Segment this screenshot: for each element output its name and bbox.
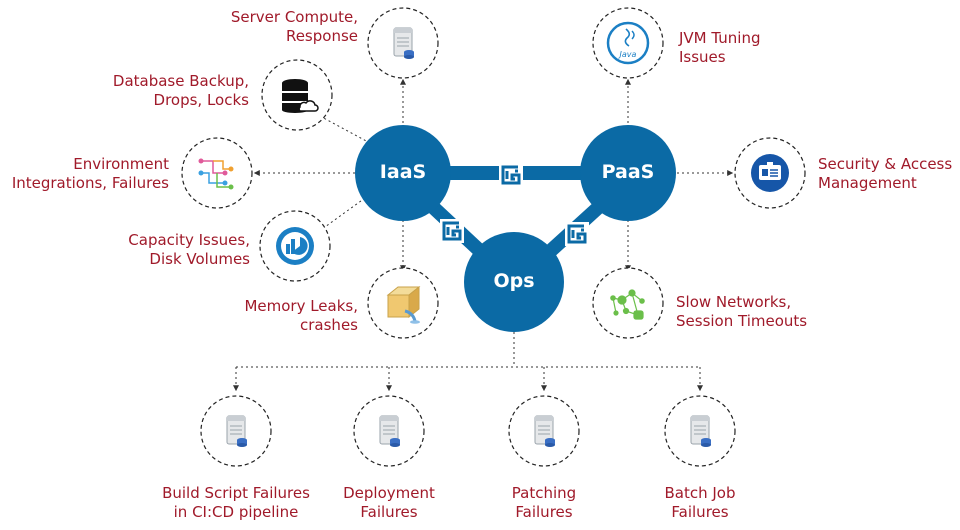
server-compute-label: Server Compute,Response: [230, 8, 358, 45]
server-icon: [226, 415, 248, 448]
ops-hub-label: Ops: [493, 270, 535, 292]
network-nodes-icon: [610, 289, 645, 320]
database-backup-label: Database Backup,Drops, Locks: [112, 72, 249, 109]
server-icon: [534, 415, 556, 448]
network-label: Slow Networks,Session Timeouts: [676, 293, 808, 330]
id-card-icon: [751, 154, 789, 192]
memory-label: Memory Leaks,crashes: [244, 297, 358, 334]
link-logo-icon: [563, 220, 591, 248]
java-icon: Java: [606, 21, 650, 65]
capacity-chart-icon: [276, 227, 314, 265]
ops-hub: [464, 232, 564, 332]
database-cloud-icon: [282, 79, 319, 113]
paas-hub: [580, 125, 676, 221]
java-icon-label: Java: [618, 50, 637, 59]
paas-hub-label: PaaS: [601, 161, 655, 183]
link-logo-icon: [438, 217, 466, 245]
iaas-hub: [355, 125, 451, 221]
paas-arrows: [625, 78, 734, 272]
link-logo-icon: [497, 161, 525, 189]
server-icon: [393, 27, 415, 60]
iaas-hub-label: IaaS: [379, 161, 427, 183]
capacity-label: Capacity Issues,Disk Volumes: [128, 231, 250, 268]
iaas-arrows: [253, 78, 406, 272]
leaking-box-icon: [386, 285, 421, 324]
network-node: [592, 267, 664, 339]
ops-arrows: [233, 332, 703, 392]
integration-flow-icon: [198, 158, 234, 190]
server-icon: [690, 415, 712, 448]
server-icon: [379, 415, 401, 448]
